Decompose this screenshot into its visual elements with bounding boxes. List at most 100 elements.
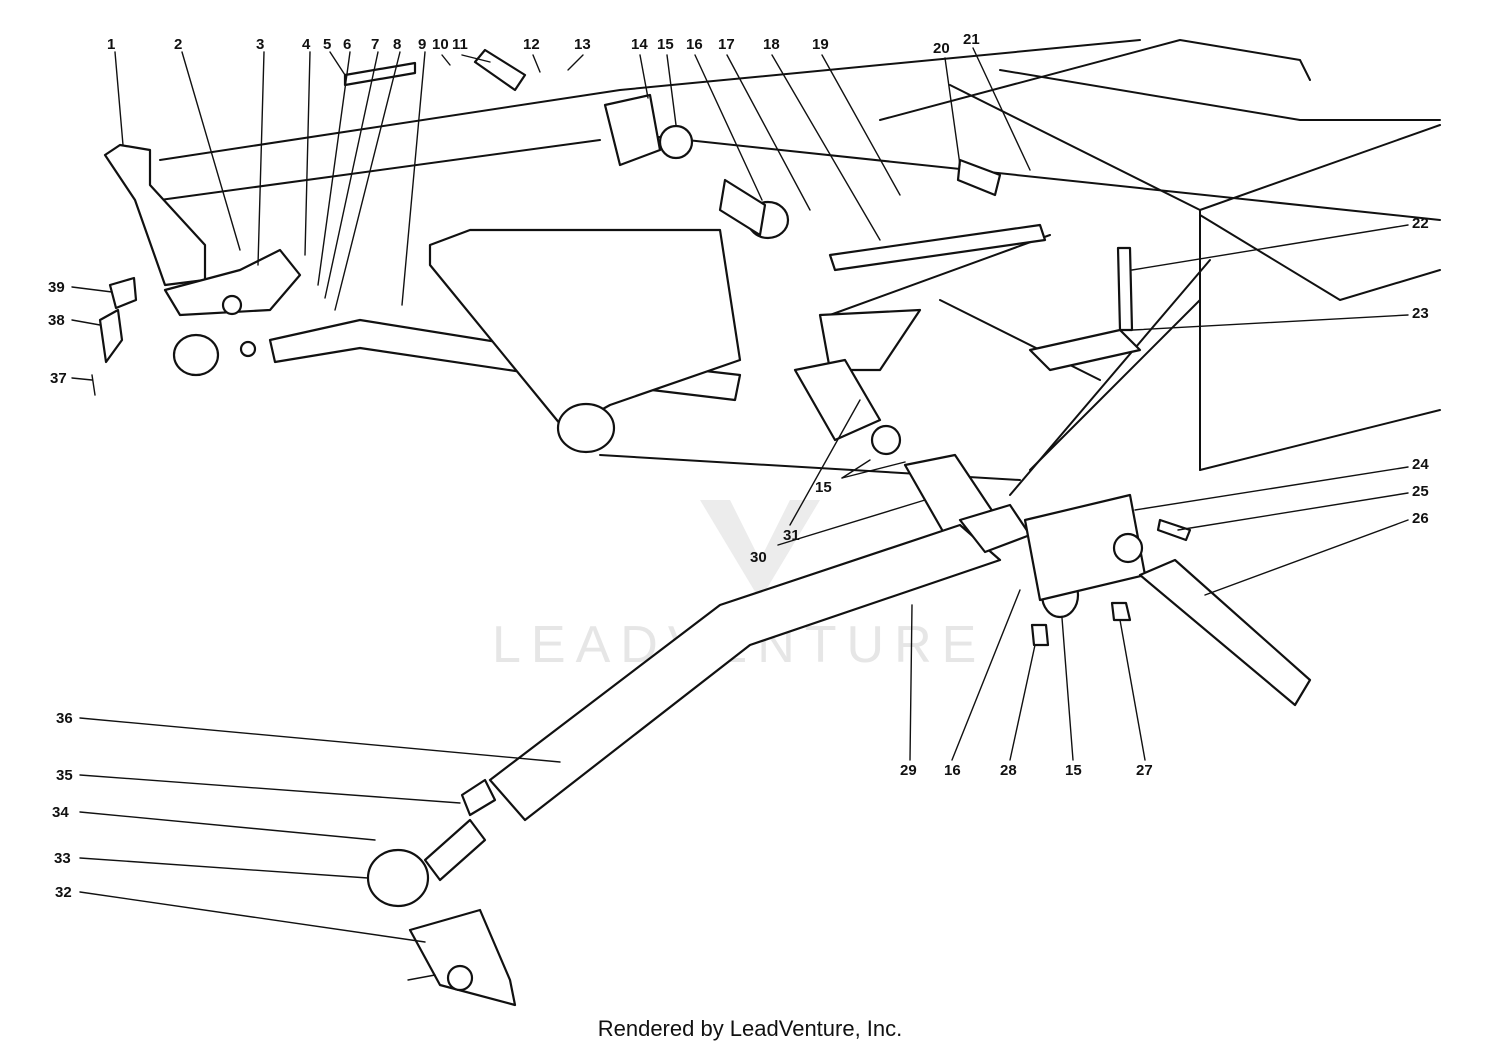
- leader-35: [79, 774, 461, 804]
- callout-38: 38: [48, 312, 65, 329]
- lock-nut-part: [1030, 623, 1050, 647]
- callout-2: 2: [174, 36, 182, 53]
- callout-15a: 15: [657, 36, 674, 53]
- callout-3: 3: [256, 36, 264, 53]
- leader-23: [1132, 314, 1409, 331]
- leader-15b-2: [841, 461, 906, 479]
- frame-bottom-right-line: [1199, 409, 1441, 471]
- callout-6: 6: [343, 36, 351, 53]
- callout-14: 14: [631, 36, 648, 53]
- threaded-rod-part: [423, 818, 487, 882]
- leader-20: [944, 57, 961, 166]
- leader-37: [71, 377, 93, 381]
- callout-7: 7: [371, 36, 379, 53]
- leader-32: [79, 891, 426, 943]
- leader-31: [789, 399, 861, 526]
- cotter-pin-part: [91, 374, 96, 396]
- angle-bracket-part: [828, 223, 1047, 272]
- frame-rear-deck-line: [999, 69, 1441, 121]
- cross-tube-end-part: [556, 402, 616, 454]
- callout-16b: 16: [944, 762, 961, 779]
- pin-part: [956, 158, 1002, 197]
- callout-5: 5: [323, 36, 331, 53]
- leader-lines: [71, 47, 1409, 943]
- leader-5: [329, 51, 346, 76]
- leader-36: [79, 717, 561, 763]
- jam-nut-part: [239, 340, 257, 358]
- leader-25: [1177, 492, 1409, 531]
- callout-33: 33: [54, 850, 71, 867]
- clevis-pin-part: [108, 276, 138, 310]
- leader-13: [567, 54, 584, 71]
- tie-rod-tube-part: [488, 523, 1002, 822]
- right-ball-joint-part: [366, 848, 430, 908]
- tie-rod-assembly: [366, 493, 1312, 1007]
- pivot-sleeve-part: [718, 178, 767, 237]
- callout-9: 9: [418, 36, 426, 53]
- footer-credit: Rendered by LeadVenture, Inc.: [597, 1016, 903, 1041]
- leader-22: [1131, 224, 1409, 271]
- frame-top-rail-lower-line: [159, 139, 601, 201]
- nut-part: [1110, 601, 1132, 622]
- callout-39: 39: [48, 279, 65, 296]
- callout-12: 12: [523, 36, 540, 53]
- leader-30: [777, 499, 926, 546]
- callout-28: 28: [1000, 762, 1017, 779]
- callout-10: 10: [432, 36, 449, 53]
- pivot-bracket-part: [603, 93, 662, 167]
- frame-top-rail-line: [159, 39, 1141, 161]
- rod-jam-nut-part: [460, 778, 497, 817]
- leader-15c: [1061, 617, 1074, 761]
- callout-19: 19: [812, 36, 829, 53]
- frame-side-top-line: [1199, 124, 1441, 211]
- callout-32: 32: [55, 884, 72, 901]
- leader-21: [972, 47, 1031, 171]
- leader-8: [334, 51, 401, 311]
- frame-mid-line: [829, 234, 1051, 316]
- leader-16b: [951, 589, 1021, 761]
- callout-4: 4: [302, 36, 311, 53]
- leader-39: [71, 286, 113, 293]
- roll-pin-part: [1156, 518, 1192, 542]
- callout-18: 18: [763, 36, 780, 53]
- leader-12: [532, 54, 541, 73]
- leader-24: [1134, 466, 1409, 511]
- leader-1: [114, 51, 124, 146]
- leader-11: [461, 54, 491, 63]
- callout-8: 8: [393, 36, 401, 53]
- steering-bracket-part: [163, 248, 302, 317]
- callout-24: 24: [1412, 456, 1429, 473]
- pivot-block-hole-part: [1112, 532, 1144, 564]
- leader-10: [441, 54, 451, 66]
- stud-nut-part: [221, 294, 243, 316]
- callout-31: 31: [783, 527, 800, 544]
- bolt-part: [1116, 246, 1134, 332]
- leader-15a: [666, 54, 677, 126]
- bracket-pin-part: [407, 974, 436, 981]
- leader-4: [304, 51, 311, 256]
- cross-tube-part: [428, 228, 742, 432]
- leader-16a: [694, 54, 763, 201]
- frame-diagonal-brace-inner-line: [1029, 299, 1201, 471]
- leader-7: [324, 51, 379, 299]
- callout-15b: 15: [815, 479, 832, 496]
- callout-1: 1: [107, 36, 115, 53]
- pivot-pin-part: [473, 48, 527, 92]
- spring-part: [343, 61, 417, 87]
- callout-labels: 1 2 3 4 5 6 7 8 9 10 11 12 13 14 15 16 1…: [48, 31, 1429, 901]
- clevis-part: [98, 308, 124, 364]
- callout-37: 37: [50, 370, 67, 387]
- callout-26: 26: [1412, 510, 1429, 527]
- frame-chassis: [159, 39, 1441, 496]
- leader-26: [1204, 519, 1409, 596]
- callout-29: 29: [900, 762, 917, 779]
- callout-36: 36: [56, 710, 73, 727]
- leader-34: [79, 811, 376, 841]
- frame-rear-plate-line: [879, 39, 1311, 121]
- leader-18: [771, 54, 881, 241]
- leader-38: [71, 319, 101, 326]
- frame-side-flange-line: [1199, 214, 1441, 301]
- frame-mid-line-2: [939, 299, 1101, 381]
- plate-part: [1028, 328, 1142, 372]
